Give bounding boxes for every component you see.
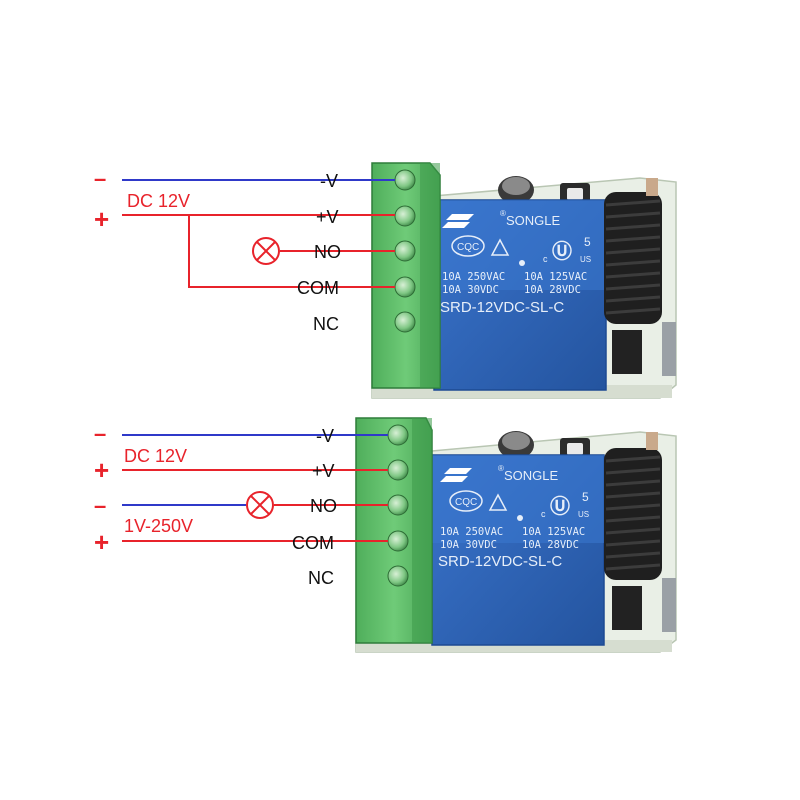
screw-terminals — [387, 424, 409, 587]
screw-terminal — [387, 530, 409, 552]
supply-label: DC 12V — [124, 446, 187, 466]
songle-logo-icon — [440, 468, 472, 482]
supply-label: DC 12V — [127, 191, 190, 211]
songle-logo-icon — [442, 214, 474, 228]
rating-right-1: 10A 125VAC — [524, 271, 587, 283]
wires-2 — [122, 434, 388, 542]
learn-button-cap — [567, 443, 583, 455]
relay-module-2: SONGLE ® CQC Ⓤ c 5 US 10A 250VAC 10A 30V… — [355, 417, 677, 653]
screw-terminal — [394, 311, 416, 333]
plus-sign-1: + — [94, 455, 109, 485]
antenna-coil — [604, 432, 662, 580]
plus-sign-2: + — [94, 527, 109, 557]
minus-sign-1: – — [94, 421, 106, 446]
ul-number: 5 — [584, 235, 591, 249]
cqc-mark-icon — [449, 490, 483, 512]
chip — [612, 330, 642, 374]
relay-model: SRD-12VDC-SL-C — [440, 299, 564, 316]
screw-terminal — [387, 424, 409, 446]
relay-brand: SONGLE — [506, 213, 561, 228]
antenna-coil — [604, 178, 662, 324]
wires-1 — [122, 179, 395, 288]
screw-terminals — [394, 169, 416, 333]
ul-mark-icon: Ⓤ — [550, 495, 570, 518]
ul-mark-icon: Ⓤ — [552, 240, 572, 263]
terminal-block — [371, 162, 441, 389]
led-icon — [519, 260, 525, 266]
terminal-block — [355, 417, 433, 644]
rating-left-1: 10A 250VAC — [440, 526, 503, 538]
diagram-1: SONGLE ® CQC Ⓤ c 5 US 10A 250VAC 10A 30V… — [94, 162, 677, 399]
relay-cert: CQC — [455, 497, 477, 508]
rating-right-2: 10A 28VDC — [522, 539, 579, 551]
load-supply-label: 1V-250V — [124, 516, 193, 536]
capacitor-top — [502, 432, 530, 450]
relay-cert: CQC — [457, 242, 479, 253]
com-wire — [188, 215, 395, 288]
lamp-icon — [252, 237, 280, 265]
terminal-label-neg-v: -V — [320, 171, 338, 191]
terminal-label-pos-v: +V — [316, 207, 339, 227]
terminal-label-pos-v: +V — [312, 461, 335, 481]
screw-terminal — [387, 494, 409, 516]
terminal-label-com: COM — [297, 278, 339, 298]
relay-module-1: SONGLE ® CQC Ⓤ c 5 US 10A 250VAC 10A 30V… — [371, 162, 677, 399]
minus-sign-2: – — [94, 493, 106, 518]
rating-right-1: 10A 125VAC — [522, 526, 585, 538]
rating-left-2: 10A 30VDC — [442, 284, 499, 296]
rating-left-2: 10A 30VDC — [440, 539, 497, 551]
plus-sign: + — [94, 204, 109, 234]
learn-button-cap — [567, 188, 583, 200]
screw-terminal — [394, 240, 416, 262]
terminal-label-com: COM — [292, 533, 334, 553]
led-icon — [517, 515, 523, 521]
cqc-mark-icon — [451, 235, 485, 257]
screw-terminal — [394, 169, 416, 191]
registered-mark: ® — [500, 209, 506, 218]
screw-terminal — [394, 276, 416, 298]
warning-triangle-icon — [488, 493, 508, 511]
screw-terminal — [387, 459, 409, 481]
ul-us: US — [580, 255, 591, 264]
chip — [612, 586, 642, 630]
diagram-2: SONGLE ® CQC Ⓤ c 5 US 10A 250VAC 10A 30V… — [94, 417, 677, 653]
rating-right-2: 10A 28VDC — [524, 284, 581, 296]
terminal-label-nc: NC — [308, 568, 334, 588]
screw-terminal — [387, 565, 409, 587]
terminal-label-neg-v: -V — [316, 426, 334, 446]
relay-model: SRD-12VDC-SL-C — [438, 553, 562, 570]
capacitor-top — [502, 177, 530, 195]
ul-c: c — [541, 509, 546, 519]
registered-mark: ® — [498, 464, 504, 473]
terminal-label-nc: NC — [313, 314, 339, 334]
ul-c: c — [543, 254, 548, 264]
terminal-label-no: NO — [314, 242, 341, 262]
warning-triangle-icon — [490, 238, 510, 256]
ul-us: US — [578, 510, 589, 519]
ul-number: 5 — [582, 490, 589, 504]
pin-header — [662, 578, 676, 632]
relay-brand: SONGLE — [504, 468, 559, 483]
pin-header — [662, 322, 676, 376]
rating-left-1: 10A 250VAC — [442, 271, 505, 283]
screw-terminal — [394, 205, 416, 227]
terminal-label-no: NO — [310, 496, 337, 516]
lamp-icon — [246, 491, 274, 519]
minus-sign: – — [94, 166, 106, 191]
